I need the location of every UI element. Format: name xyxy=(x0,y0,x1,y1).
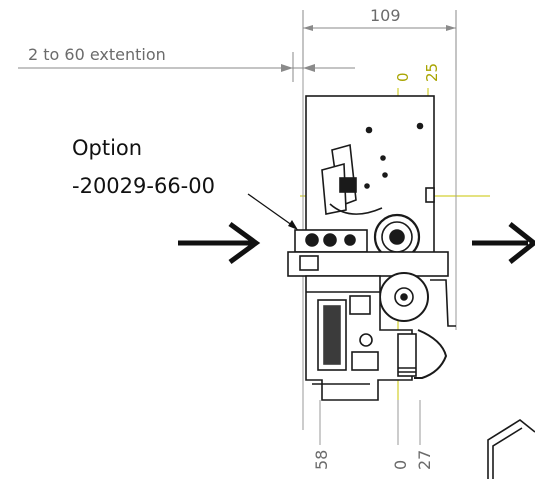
width-dimension xyxy=(302,10,457,70)
bottom-27-label: 27 xyxy=(415,450,434,470)
arrow-right-icon xyxy=(472,222,535,264)
bottom-zero-label: 0 xyxy=(391,460,410,470)
arrow-right-icon xyxy=(178,221,261,265)
bottom-58-label: 58 xyxy=(312,450,331,470)
extension-label: 2 to 60 extention xyxy=(28,45,166,64)
option-part-number: -20029-66-00 xyxy=(72,174,215,198)
partial-outline xyxy=(487,419,535,479)
width-dimension-label: 109 xyxy=(370,6,401,25)
extension-dimension xyxy=(18,52,355,82)
option-leader xyxy=(247,193,298,230)
top-25-label: 25 xyxy=(423,63,441,82)
mechanism-part xyxy=(287,95,456,401)
top-zero-label: 0 xyxy=(394,72,412,82)
option-label: Option xyxy=(72,136,142,160)
